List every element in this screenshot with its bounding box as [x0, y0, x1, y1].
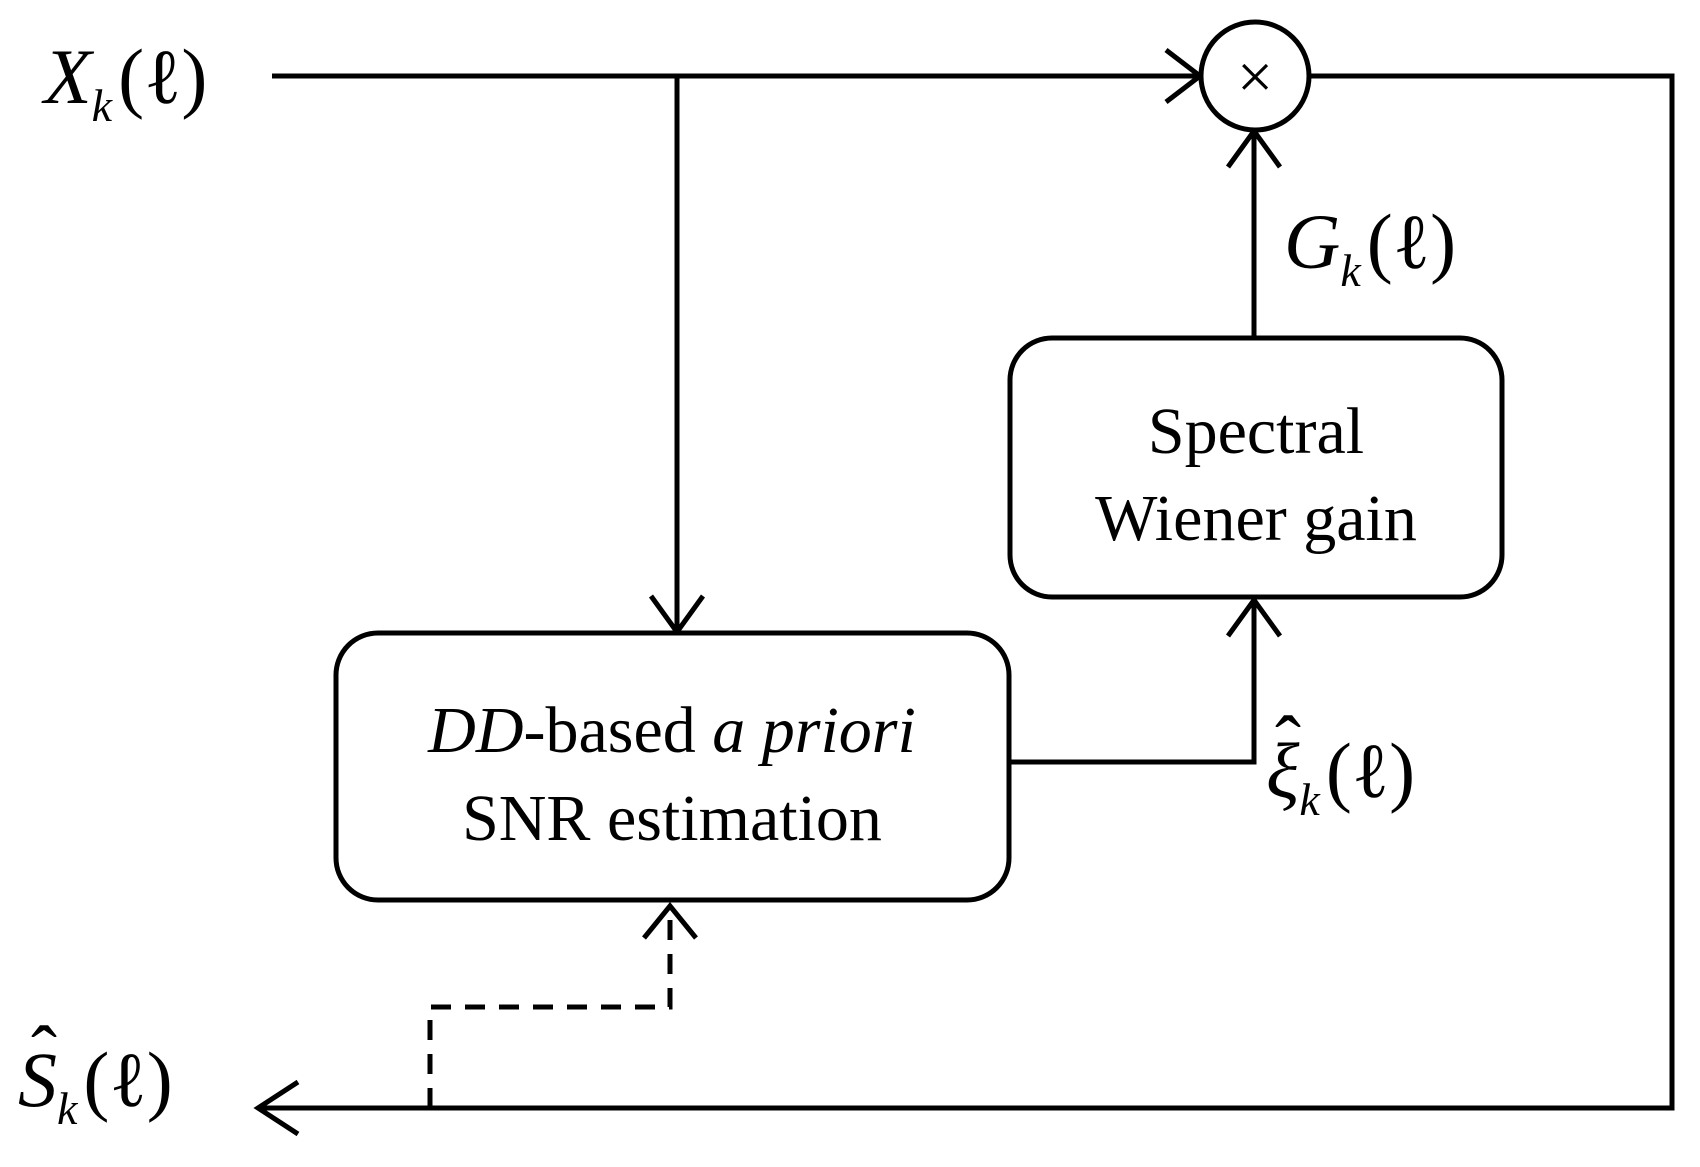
xi-arrowhead — [1225, 595, 1283, 638]
based-label: -based — [524, 694, 713, 767]
feedback-dashed-line — [427, 906, 673, 1108]
multiplier-node: × — [1198, 19, 1312, 133]
input-subscript: k — [92, 80, 114, 131]
output-hat: ˆ — [31, 1010, 57, 1097]
input-symbol: X — [41, 33, 95, 120]
gain-argument: (ℓ) — [1367, 198, 1456, 285]
dd-snr-line2: SNR estimation — [462, 782, 882, 855]
wiener-gain-line2: Wiener gain — [1095, 482, 1417, 555]
output-signal-label: ˆ Sk(ℓ) — [18, 1010, 173, 1134]
snr-argument: (ℓ) — [1326, 727, 1415, 814]
svg-text:ξk(ℓ): ξk(ℓ) — [1266, 727, 1415, 825]
svg-text:Xk(ℓ): Xk(ℓ) — [41, 33, 207, 131]
dd-snr-box — [333, 630, 1012, 903]
wiener-gain-line1: Spectral — [1148, 395, 1364, 468]
feedback-arrowhead — [642, 902, 698, 940]
svg-text:Gk(ℓ): Gk(ℓ) — [1284, 198, 1456, 296]
dd-snr-line1: DD-based a priori — [427, 694, 916, 767]
gain-subscript: k — [1340, 245, 1362, 296]
snr-subscript: k — [1299, 774, 1321, 825]
dd-label: DD — [427, 694, 523, 767]
gain-signal-label: Gk(ℓ) — [1284, 198, 1456, 296]
output-subscript: k — [57, 1083, 79, 1134]
output-symbol: S — [18, 1036, 57, 1123]
output-argument: (ℓ) — [83, 1036, 172, 1123]
multiplier-symbol: × — [1237, 41, 1273, 112]
input-signal-label: Xk(ℓ) — [41, 33, 207, 131]
snr-hat: ˆ — [1275, 700, 1301, 787]
multiplier-circle — [1198, 19, 1312, 133]
snr-signal-label: ˆ ξk(ℓ) — [1266, 700, 1415, 825]
xi-line — [1008, 600, 1257, 765]
input-argument: (ℓ) — [118, 33, 207, 120]
wiener-gain-box — [1007, 335, 1505, 600]
snr-symbol: ξ — [1266, 727, 1300, 814]
a-priori-label: a priori — [712, 694, 916, 767]
output-line — [258, 73, 1675, 1111]
gain-symbol: G — [1284, 198, 1340, 285]
wiener-gain-block: Spectral Wiener gain — [1007, 335, 1505, 600]
output-arrowhead — [253, 1079, 300, 1137]
dd-snr-block: DD-based a priori SNR estimation — [333, 630, 1012, 903]
svg-text:Sk(ℓ): Sk(ℓ) — [18, 1036, 173, 1134]
